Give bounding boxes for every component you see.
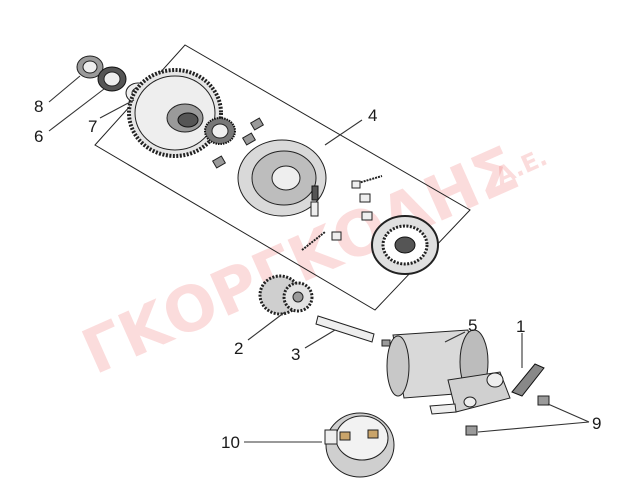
callout-2: 2 xyxy=(234,339,243,358)
clutch-plate xyxy=(371,215,439,275)
springs-and-rollers xyxy=(301,175,383,251)
part-2-idle-gear xyxy=(258,274,314,316)
callout-4: 4 xyxy=(368,106,377,125)
one-way-clutch-body xyxy=(237,139,327,217)
callout-7: 7 xyxy=(88,117,97,136)
bolts xyxy=(211,117,265,169)
part-10-brush-holder xyxy=(324,412,395,478)
callout-9: 9 xyxy=(592,414,601,433)
starter-driven-gear xyxy=(127,68,223,158)
part-6-bearing xyxy=(97,66,127,92)
callout-8: 8 xyxy=(34,97,43,116)
leader-lines xyxy=(48,75,590,443)
callout-10: 10 xyxy=(221,433,240,452)
part-8-bearing xyxy=(76,55,104,79)
part-1-seal xyxy=(511,363,545,397)
part-5-starter-motor xyxy=(381,329,511,415)
callout-3: 3 xyxy=(291,345,300,364)
callout-1: 1 xyxy=(516,317,525,336)
callout-5: 5 xyxy=(468,316,477,335)
callout-6: 6 xyxy=(34,127,43,146)
needle-bearing xyxy=(204,117,236,145)
part-3-shaft xyxy=(315,315,375,343)
part-9-bolts xyxy=(465,395,550,436)
callout-labels: 8 6 7 4 2 3 5 1 9 10 xyxy=(34,97,601,452)
